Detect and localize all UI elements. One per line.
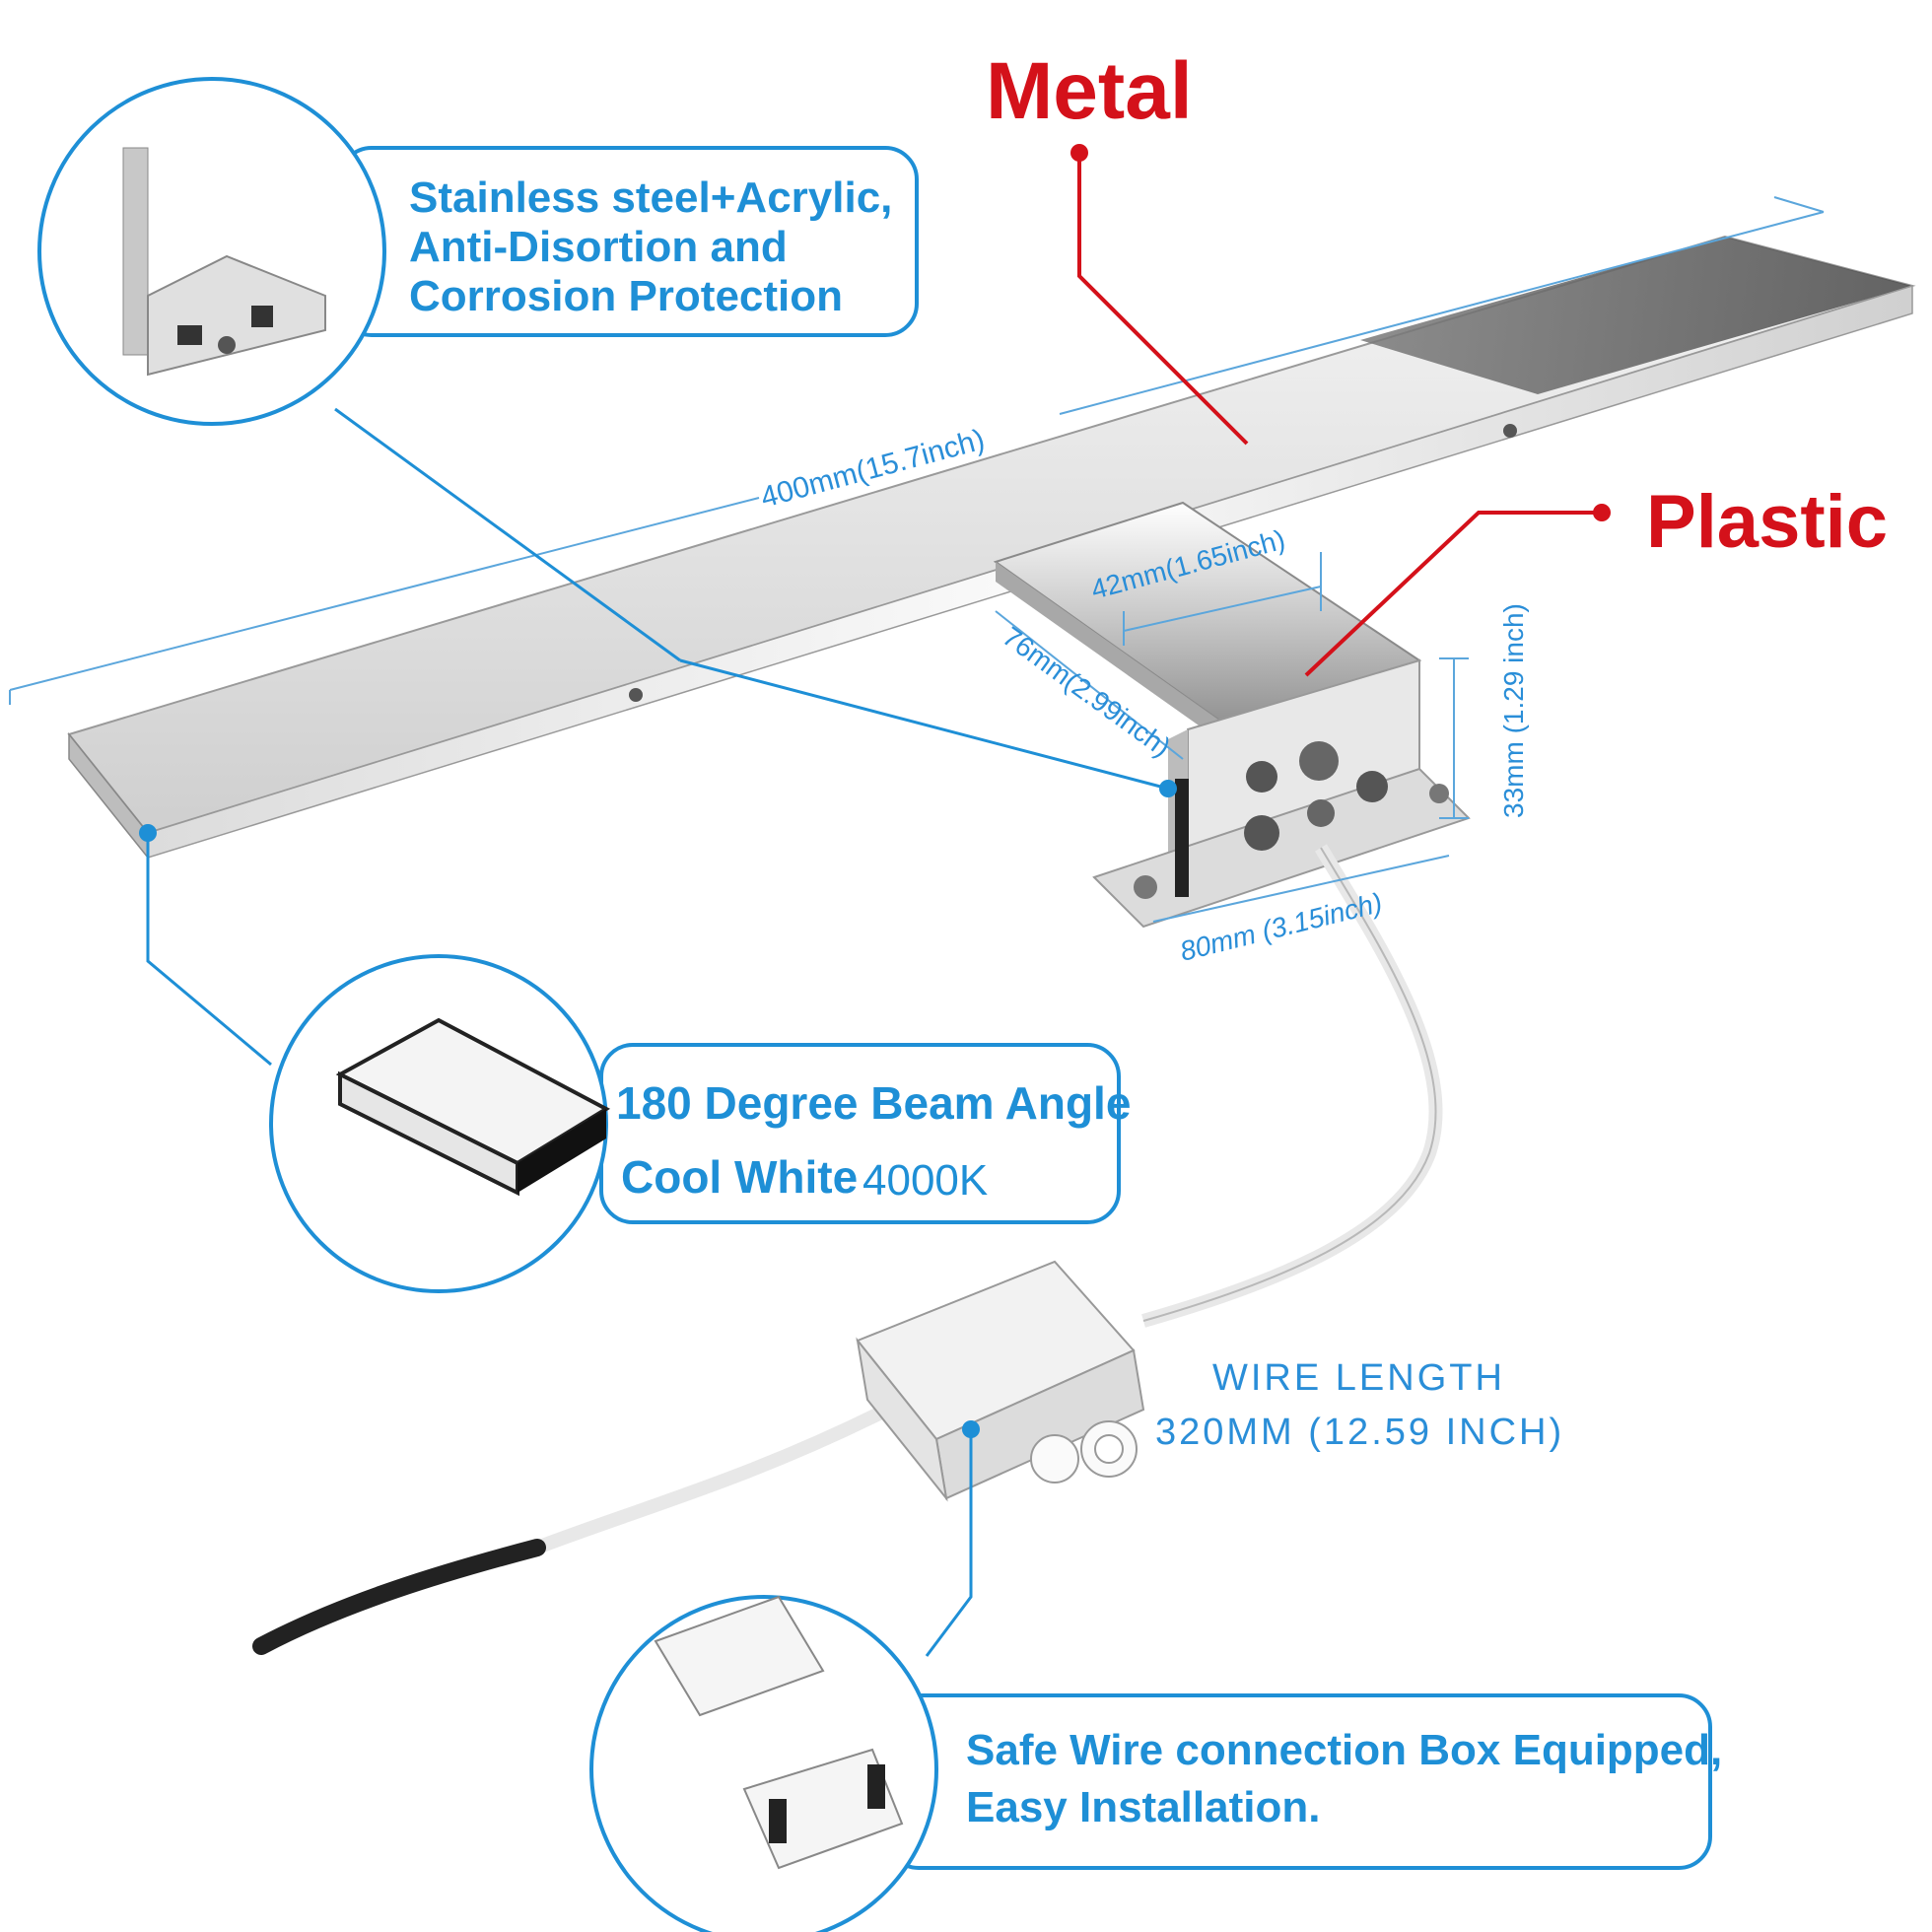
callout-dot-box	[962, 1420, 980, 1438]
dim-height: 33mm (1.29 inch)	[1498, 603, 1529, 818]
wire-length-line1: WIRE LENGTH	[1212, 1357, 1505, 1399]
plastic-dot	[1593, 504, 1611, 521]
dimension-lines	[9, 196, 1825, 923]
callout-connectors	[146, 407, 1169, 1657]
callout-box-line1: Safe Wire connection Box Equipped,	[966, 1726, 1722, 1774]
wire-length-line2: 320MM (12.59 INCH)	[1155, 1412, 1564, 1453]
mounting-bracket	[993, 501, 1471, 929]
material-leaders	[1077, 153, 1602, 677]
callout-box: Safe Wire connection Box Equipped, Easy …	[589, 1595, 1722, 1932]
callout-dot-bar	[139, 824, 157, 842]
plastic-label: Plastic	[1646, 480, 1888, 564]
metal-dot	[1070, 144, 1088, 162]
callout-top-line3: Corrosion Protection	[409, 272, 843, 320]
callout-top: Stainless steel+Acrylic, Anti-Disortion …	[37, 77, 919, 426]
connection-box	[856, 1260, 1145, 1502]
callout-beam-line2b: 4000K	[862, 1156, 988, 1205]
callout-beam: 180 Degree Beam Angle Cool White 4000K	[269, 954, 1131, 1293]
callout-beam-line1: 180 Degree Beam Angle	[616, 1077, 1131, 1129]
callout-beam-line2a: Cool White	[621, 1151, 858, 1203]
wire	[252, 844, 1443, 1655]
callout-top-line1: Stainless steel+Acrylic,	[409, 173, 892, 222]
callout-box-line2: Easy Installation.	[966, 1783, 1320, 1831]
callout-dot-bracket	[1159, 780, 1177, 797]
metal-label: Metal	[986, 46, 1193, 136]
callout-top-line2: Anti-Disortion and	[409, 223, 788, 271]
